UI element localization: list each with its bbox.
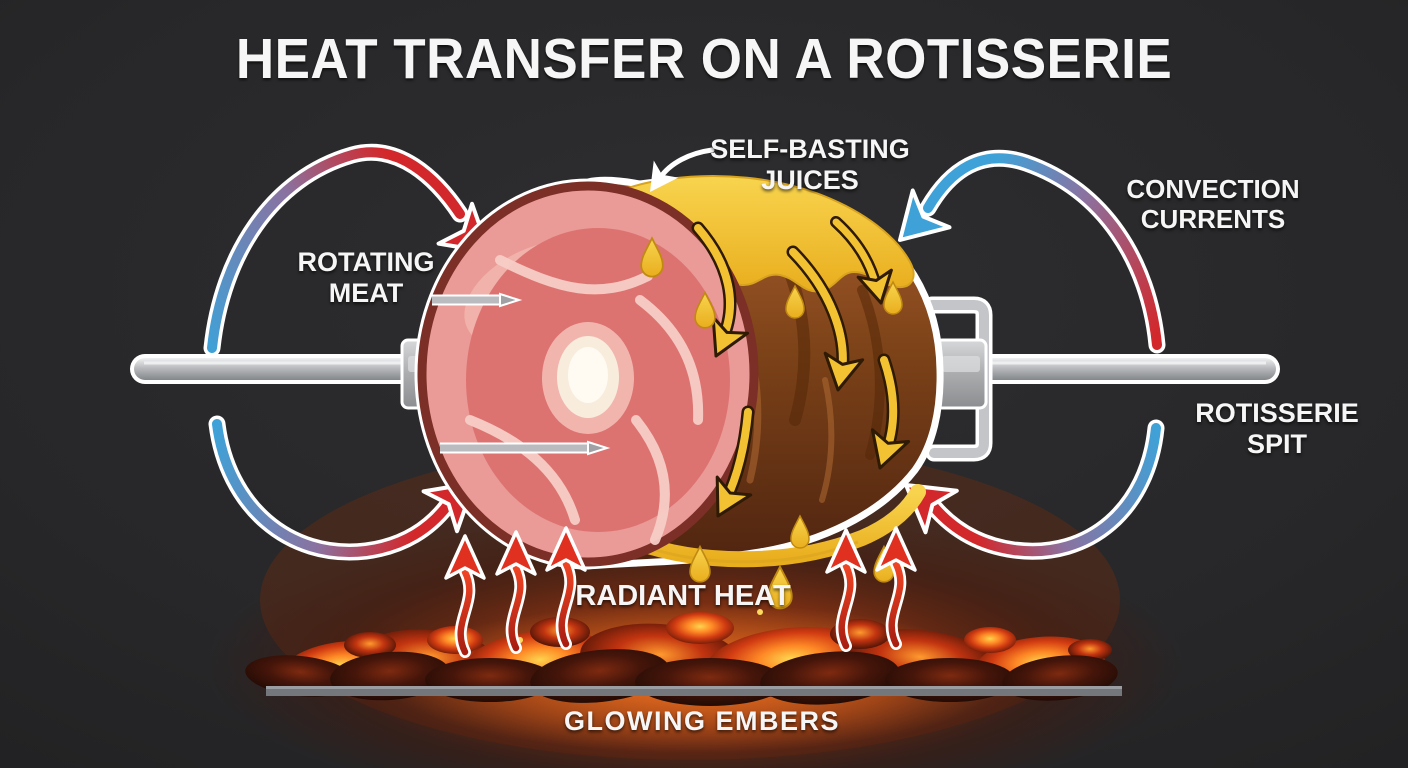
cool-air-arrowhead-right-top — [898, 188, 952, 242]
juice-arrow — [691, 221, 750, 358]
radiant-arrow — [545, 526, 587, 650]
radiant-arrow — [495, 530, 537, 654]
radiant-heat-arrows — [444, 526, 917, 658]
glowing-embers — [245, 559, 1122, 706]
juice-arrow — [786, 245, 865, 392]
juice-arrow — [830, 216, 893, 305]
juice-arrow — [870, 353, 911, 470]
label-rotisserie-spit: ROTISSERIE SPIT — [1195, 398, 1359, 459]
radiant-arrow — [875, 526, 917, 650]
label-glowing-embers: GLOWING EMBERS — [564, 706, 840, 736]
meat-roast — [414, 175, 944, 610]
meat-cut-face — [417, 181, 759, 567]
page-title: HEAT TRANSFER ON A ROTISSERIE — [235, 27, 1173, 91]
radiant-arrow — [825, 528, 867, 652]
ember-tray-bar — [266, 686, 1122, 696]
juice-droplets — [640, 236, 903, 610]
spit-prong-tips — [432, 292, 611, 456]
label-convection-currents: CONVECTION CURRENTS — [1126, 174, 1300, 234]
radiant-arrow — [444, 534, 486, 658]
self-basting-pointer-arrow — [650, 147, 715, 192]
label-rotating-meat: ROTATING MEAT — [297, 247, 435, 308]
spit-clamp-right — [934, 338, 988, 410]
juice-arrow — [715, 405, 755, 518]
convection-loop-right — [898, 149, 1166, 560]
juice-arrows — [691, 216, 911, 518]
label-self-basting-juices: SELF-BASTING JUICES — [710, 134, 910, 195]
label-radiant-heat: RADIANT HEAT — [575, 580, 791, 612]
